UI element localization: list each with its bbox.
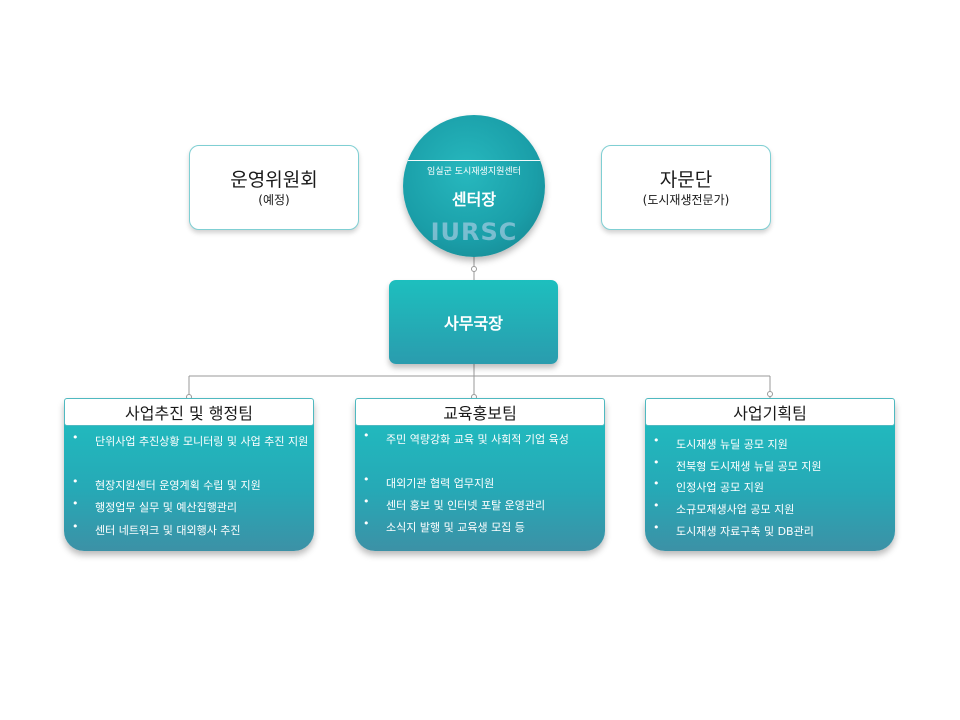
bullet-icon: •	[363, 429, 370, 442]
bullet-icon: •	[653, 456, 660, 469]
team-business-planning: 사업기획팀 •도시재생 뉴딜 공모 지원 •전북형 도시재생 뉴딜 공모 지원 …	[645, 398, 895, 551]
center-logo: IURSC	[430, 218, 518, 246]
secretary-general-box: 사무국장	[389, 280, 558, 364]
secretary-label: 사무국장	[444, 314, 503, 333]
director-title: 센터장	[451, 190, 497, 209]
bullet-icon: •	[363, 495, 370, 508]
bullet-icon: •	[72, 497, 79, 510]
bullet-icon: •	[363, 473, 370, 486]
team-business-admin: 사업추진 및 행정팀 •단위사업 추진상황 모니터링 및 사업 추진 지원 •현…	[64, 398, 314, 551]
bullet-icon: •	[72, 431, 79, 444]
bullet-icon: •	[653, 477, 660, 490]
bullet-icon: •	[653, 434, 660, 447]
team-title: 교육홍보팀	[355, 398, 605, 426]
committee-title: 운영위원회	[230, 168, 318, 191]
connector-dot	[767, 391, 773, 397]
center-org-name: 임실군 도시재생지원센터	[427, 167, 521, 177]
advisors-title: 자문단	[659, 168, 713, 191]
center-director-circle: 임실군 도시재생지원센터 센터장 IURSC	[403, 115, 545, 257]
bullet-icon: •	[72, 520, 79, 533]
bullet-icon: •	[72, 475, 79, 488]
bullet-icon: •	[653, 521, 660, 534]
committee-subtitle: (예정)	[258, 192, 290, 207]
team-title: 사업추진 및 행정팀	[64, 398, 314, 426]
bullet-icon: •	[363, 517, 370, 530]
divider-line	[407, 160, 541, 161]
team-title: 사업기획팀	[645, 398, 895, 426]
advisory-group-box: 자문단 (도시재생전문가)	[601, 145, 771, 230]
connector-dot	[471, 266, 477, 272]
operating-committee-box: 운영위원회 (예정)	[189, 145, 359, 230]
bullet-icon: •	[653, 499, 660, 512]
advisors-subtitle: (도시재생전문가)	[642, 192, 730, 207]
team-education-pr: 교육홍보팀 •주민 역량강화 교육 및 사회적 기업 육성 •대외기관 협력 업…	[355, 398, 605, 551]
